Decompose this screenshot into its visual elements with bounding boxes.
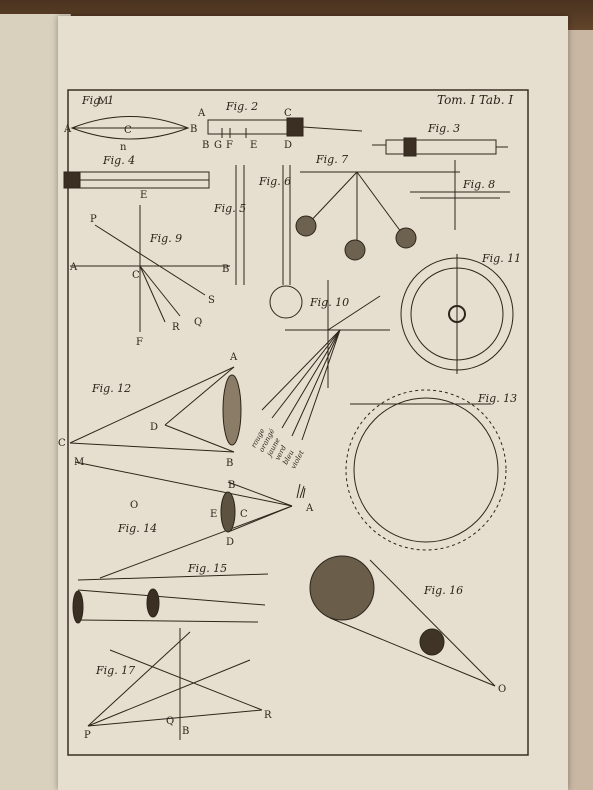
fig2-letter-a: A bbox=[197, 108, 206, 119]
plate-title: Tom. I Tab. I bbox=[437, 93, 513, 107]
fig7-label: Fig. 7 bbox=[315, 153, 348, 166]
fig1-label: Fig. 1 bbox=[81, 94, 114, 107]
fig2-tube bbox=[207, 117, 363, 138]
fig2-letter-c: C bbox=[284, 108, 292, 119]
fig12-letter-c: C bbox=[58, 438, 66, 449]
fig16-label: Fig. 16 bbox=[423, 584, 463, 597]
fig9-letter-e: E bbox=[140, 190, 147, 201]
fig9-letter-c: C bbox=[132, 270, 140, 281]
fig2-letter-b: B bbox=[202, 140, 209, 151]
fig14-letter-d: D bbox=[226, 537, 234, 548]
fig9-rays bbox=[70, 205, 230, 332]
fig16-eclipse bbox=[309, 555, 496, 687]
fig14-letter-c: C bbox=[240, 509, 248, 520]
fig5-label: Fig. 5 bbox=[213, 202, 246, 215]
fig9-letter-b: B bbox=[222, 264, 229, 275]
fig1-lens bbox=[70, 116, 190, 140]
fig1-letter-n: n bbox=[120, 142, 127, 153]
fig2-letter-f: F bbox=[226, 140, 233, 151]
fig5-rod bbox=[235, 165, 245, 285]
plate-border bbox=[67, 89, 529, 756]
fig11-label: Fig. 11 bbox=[481, 252, 521, 265]
fig9-letter-f: F bbox=[136, 337, 143, 348]
fig10-label: Fig. 10 bbox=[309, 296, 349, 309]
fig13-label: Fig. 13 bbox=[477, 392, 517, 405]
fig2-letter-d: D bbox=[284, 140, 292, 151]
fig3-label: Fig. 3 bbox=[427, 122, 460, 135]
engraved-plate-page bbox=[58, 16, 568, 790]
fig17-letter-q: Q bbox=[166, 716, 174, 727]
fig7-pendulums bbox=[295, 171, 460, 261]
fig14-letter-m: M bbox=[74, 457, 84, 468]
fig2-letter-g: G bbox=[214, 140, 222, 151]
fig10-rays bbox=[285, 280, 390, 388]
fig14-letter-o: O bbox=[130, 500, 138, 511]
fig1-letter-m: M bbox=[98, 96, 108, 107]
fig12-letter-d: D bbox=[150, 422, 158, 433]
fig14-lens bbox=[74, 461, 306, 579]
fig4-tube bbox=[63, 171, 210, 189]
fig3-tube bbox=[372, 137, 508, 157]
fig6-pendulum bbox=[269, 165, 303, 319]
fig8-lines bbox=[410, 160, 510, 230]
fig9-letter-q: Q bbox=[194, 317, 202, 328]
fig9-letter-p: P bbox=[90, 214, 97, 225]
fig14-letter-a: A bbox=[305, 503, 314, 514]
fig1-letter-a: A bbox=[63, 124, 72, 135]
fig14-letter-e: E bbox=[210, 509, 217, 520]
fig16-letter-o: O bbox=[498, 684, 506, 695]
fig9-letter-r: R bbox=[172, 322, 180, 333]
fig12-letter-b: B bbox=[226, 458, 233, 469]
book-edge bbox=[565, 30, 593, 790]
fig17-letter-r: R bbox=[264, 710, 272, 721]
fig17-letter-b: B bbox=[182, 726, 189, 737]
fig11-rings bbox=[400, 254, 514, 374]
fig15-telescope bbox=[72, 573, 269, 624]
fig9-letter-s: S bbox=[208, 295, 215, 306]
fig14-label: Fig. 14 bbox=[117, 522, 157, 535]
fig17-label: Fig. 17 bbox=[95, 664, 135, 677]
fig14-letter-b: B bbox=[228, 480, 235, 491]
fig12-triangle bbox=[69, 329, 341, 453]
fig1-letter-c: C bbox=[124, 125, 132, 136]
fig1-letter-b: B bbox=[190, 124, 197, 135]
fig2-label: Fig. 2 bbox=[225, 100, 258, 113]
fig6-label: Fig. 6 bbox=[258, 175, 291, 188]
fig12-label: Fig. 12 bbox=[91, 382, 131, 395]
fig12-letter-a: A bbox=[229, 352, 238, 363]
fig15-label: Fig. 15 bbox=[187, 562, 227, 575]
fig17-triangle bbox=[87, 628, 263, 740]
fig4-label: Fig. 4 bbox=[102, 154, 135, 167]
fig13-circles bbox=[345, 389, 507, 551]
fig8-label: Fig. 8 bbox=[462, 178, 495, 191]
fig9-letter-a: A bbox=[69, 262, 78, 273]
fig9-label: Fig. 9 bbox=[149, 232, 182, 245]
fig17-letter-p: P bbox=[84, 730, 91, 741]
fig2-letter-e: E bbox=[250, 140, 257, 151]
